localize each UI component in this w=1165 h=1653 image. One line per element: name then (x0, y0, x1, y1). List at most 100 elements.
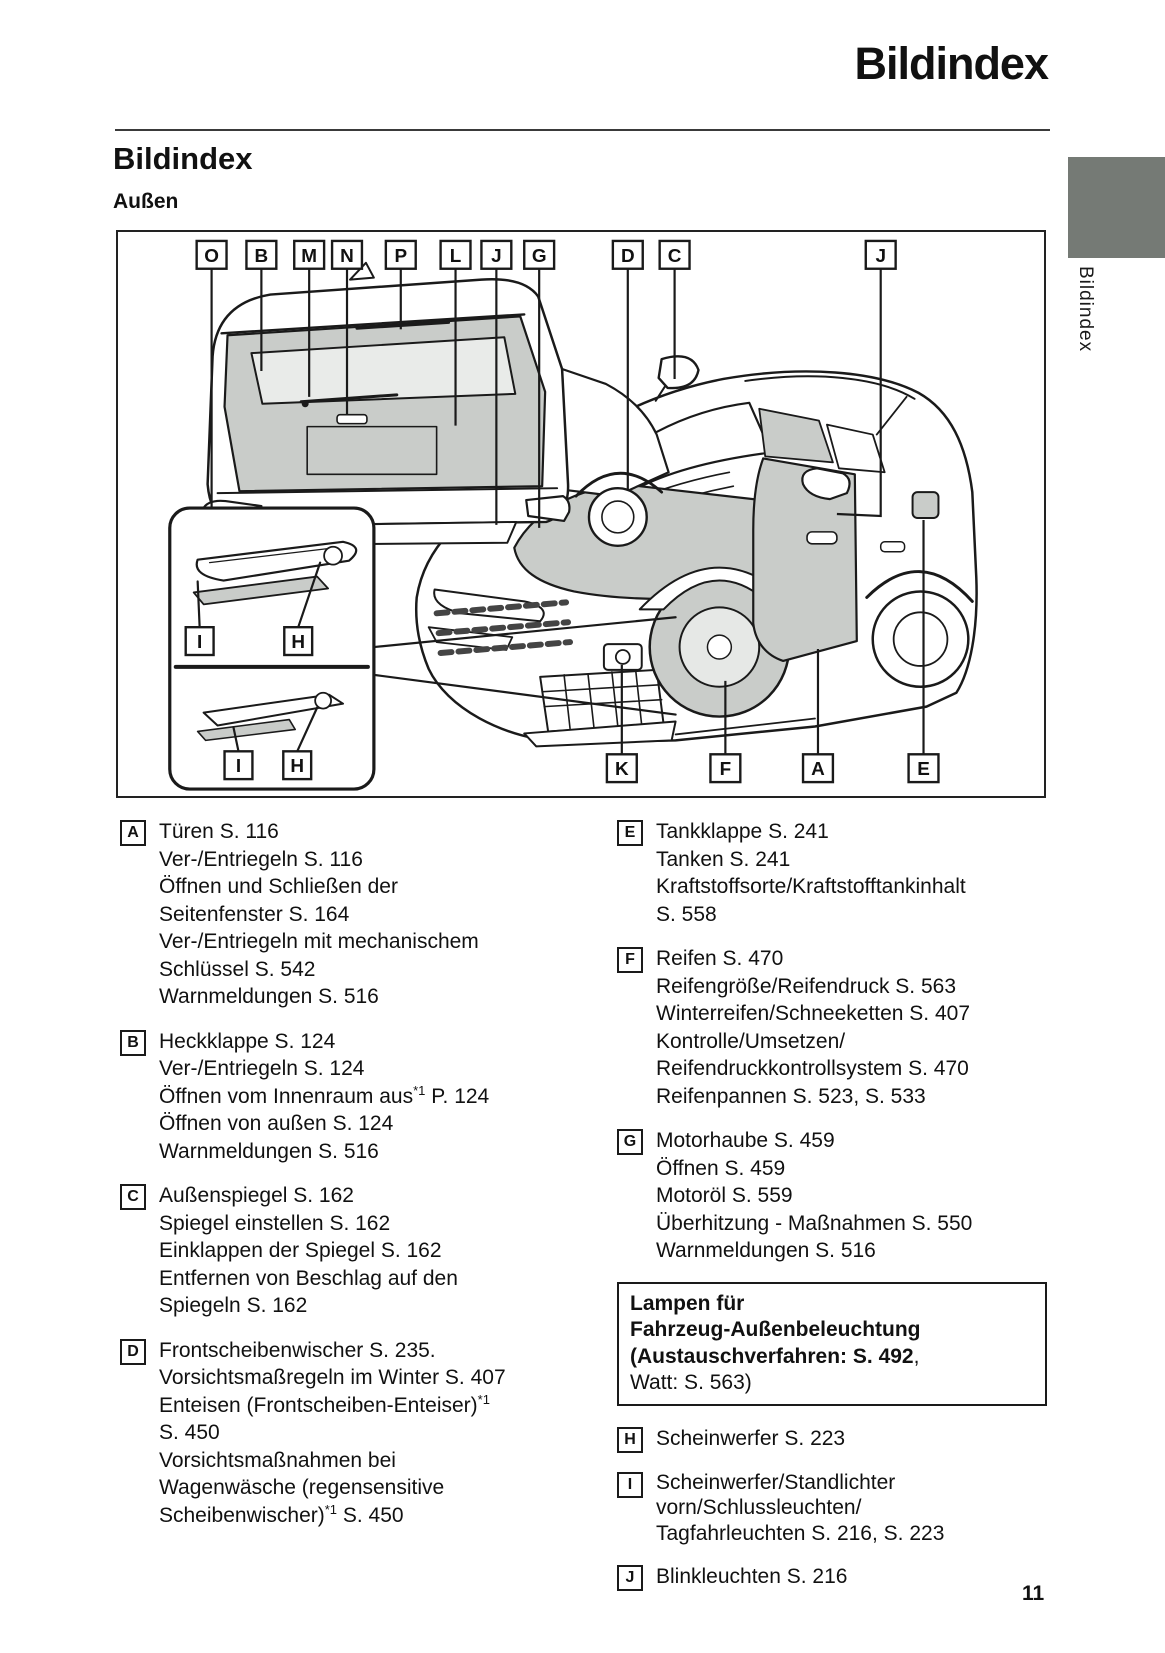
text-segment: Ver-/Entriegeln mit mechanischem (159, 930, 479, 953)
item-line: Heckklappe S. 124 (159, 1028, 489, 1056)
text-segment: Heckklappe S. 124 (159, 1029, 336, 1053)
callout-label: I (236, 756, 241, 777)
text-segment: Blinkleuchten S. 216 (656, 1565, 848, 1588)
lamp-info-line: Fahrzeug-Außenbeleuchtung (630, 1317, 1034, 1344)
callout-label: D (621, 246, 635, 267)
text-segment: P. 124 (425, 1084, 490, 1108)
item-line: Scheinwerfer/Standlichter (656, 1470, 944, 1496)
text-segment: Frontscheibenwischer S. 235. (159, 1338, 436, 1362)
item-line: Warnmeldungen S. 516 (159, 1138, 489, 1166)
light-detail-inset (168, 506, 677, 791)
item-letter-box: G (617, 1129, 643, 1155)
item-line: Vorsichtsmaßregeln im Winter S. 407 (159, 1364, 506, 1392)
header-rule (115, 129, 1050, 131)
item-line: Vorsichtsmaßnahmen bei (159, 1447, 506, 1475)
item-line: Spiegeln S. 162 (159, 1292, 458, 1320)
lamp-info-line: (Austauschverfahren: S. 492, (630, 1344, 1034, 1371)
footnote-ref: *1 (413, 1082, 426, 1098)
text-segment: (Austauschverfahren: S. 492 (630, 1344, 914, 1368)
item-line: S. 558 (656, 901, 966, 929)
text-segment: Seitenfenster S. 164 (159, 902, 350, 926)
item-line: Seitenfenster S. 164 (159, 901, 479, 929)
text-segment: Reifengröße/Reifendruck S. 563 (656, 974, 956, 998)
item-letter-box: C (120, 1184, 146, 1210)
page-number: 11 (1022, 1582, 1045, 1605)
text-segment: Vorsichtsmaßnahmen bei (159, 1448, 396, 1472)
callout-label: C (668, 246, 682, 267)
text-segment: Tankklappe S. 241 (656, 820, 829, 843)
footnote-ref: *1 (324, 1501, 338, 1517)
item-letter-box: F (617, 947, 643, 973)
text-segment: Vorsichtsmaßregeln im Winter S. 407 (159, 1366, 506, 1389)
text-segment: Außenspiegel S. 162 (159, 1184, 354, 1207)
item-line: Scheibenwischer)*1 S. 450 (159, 1502, 506, 1530)
callout-label: I (197, 632, 202, 653)
item-line: Motoröl S. 559 (656, 1182, 972, 1210)
callout-label: N (340, 246, 354, 267)
item-line: Blinkleuchten S. 216 (656, 1563, 847, 1591)
text-segment: Spiegel einstellen S. 162 (159, 1211, 391, 1235)
item-letter-box: E (617, 820, 643, 846)
callout-label: A (811, 759, 825, 780)
item-lines: Scheinwerfer S. 223 (656, 1425, 845, 1453)
rear-car-art (199, 261, 700, 547)
item-line: Wagenwäsche (regensensitive (159, 1474, 506, 1502)
text-segment: Wagenwäsche (regensensitive (159, 1476, 445, 1499)
callout-labels: O B M N P L J G D C J K F A E I H I H (184, 239, 940, 784)
item-line: Frontscheibenwischer S. 235. (159, 1337, 506, 1365)
text-segment: Öffnen von außen S. 124 (159, 1112, 394, 1135)
callout-label: F (720, 759, 732, 780)
item-letter-box: I (617, 1471, 643, 1498)
text-segment: Reifendruckkontrollsystem S. 470 (656, 1057, 969, 1080)
item-line: Warnmeldungen S. 516 (159, 983, 479, 1011)
item-letter-box: B (120, 1029, 146, 1056)
item-line: Spiegel einstellen S. 162 (159, 1210, 458, 1238)
item-line: Motorhaube S. 459 (656, 1127, 972, 1155)
callout-label: J (875, 246, 886, 267)
text-segment: Tagfahrleuchten S. 216, S. 223 (656, 1521, 945, 1545)
callout-label: B (255, 246, 269, 267)
item-line: Winterreifen/Schneeketten S. 407 (656, 1000, 970, 1028)
item-line: Öffnen und Schließen der (159, 873, 479, 901)
callout-label: M (301, 246, 317, 267)
item-line: Kraftstoffsorte/Kraftstofftankinhalt (656, 873, 966, 901)
text-segment: Ver-/Entriegeln S. 116 (159, 847, 363, 871)
text-segment: Ver-/Entriegeln S. 124 (159, 1057, 365, 1080)
text-segment: Kontrolle/Umsetzen/ (656, 1029, 846, 1053)
text-segment: Reifen S. 470 (656, 947, 784, 970)
lamp-info-line: Lampen für (630, 1291, 1034, 1318)
item-line: Ver-/Entriegeln S. 124 (159, 1055, 489, 1083)
item-line: Warnmeldungen S. 516 (656, 1237, 972, 1265)
text-segment: Türen S. 116 (159, 820, 279, 843)
item-line: Öffnen von außen S. 124 (159, 1110, 489, 1138)
item-letter-box: A (120, 820, 146, 846)
item-line: Reifendruckkontrollsystem S. 470 (656, 1055, 970, 1083)
text-segment: S. 450 (337, 1503, 404, 1527)
text-segment: Fahrzeug-Außenbeleuchtung (630, 1318, 921, 1341)
text-segment: vorn/Schlussleuchten/ (656, 1496, 862, 1519)
text-segment: Scheinwerfer/Standlichter (656, 1470, 896, 1494)
item-line: Überhitzung - Maßnahmen S. 550 (656, 1210, 972, 1238)
text-segment: Öffnen S. 459 (656, 1156, 786, 1180)
exterior-overview-diagram: O B M N P L J G D C J K F A E I H I H (116, 230, 1046, 798)
text-segment: Motorhaube S. 459 (656, 1129, 835, 1152)
text-segment: Warnmeldungen S. 516 (159, 1139, 379, 1163)
item-line: Kontrolle/Umsetzen/ (656, 1028, 970, 1056)
